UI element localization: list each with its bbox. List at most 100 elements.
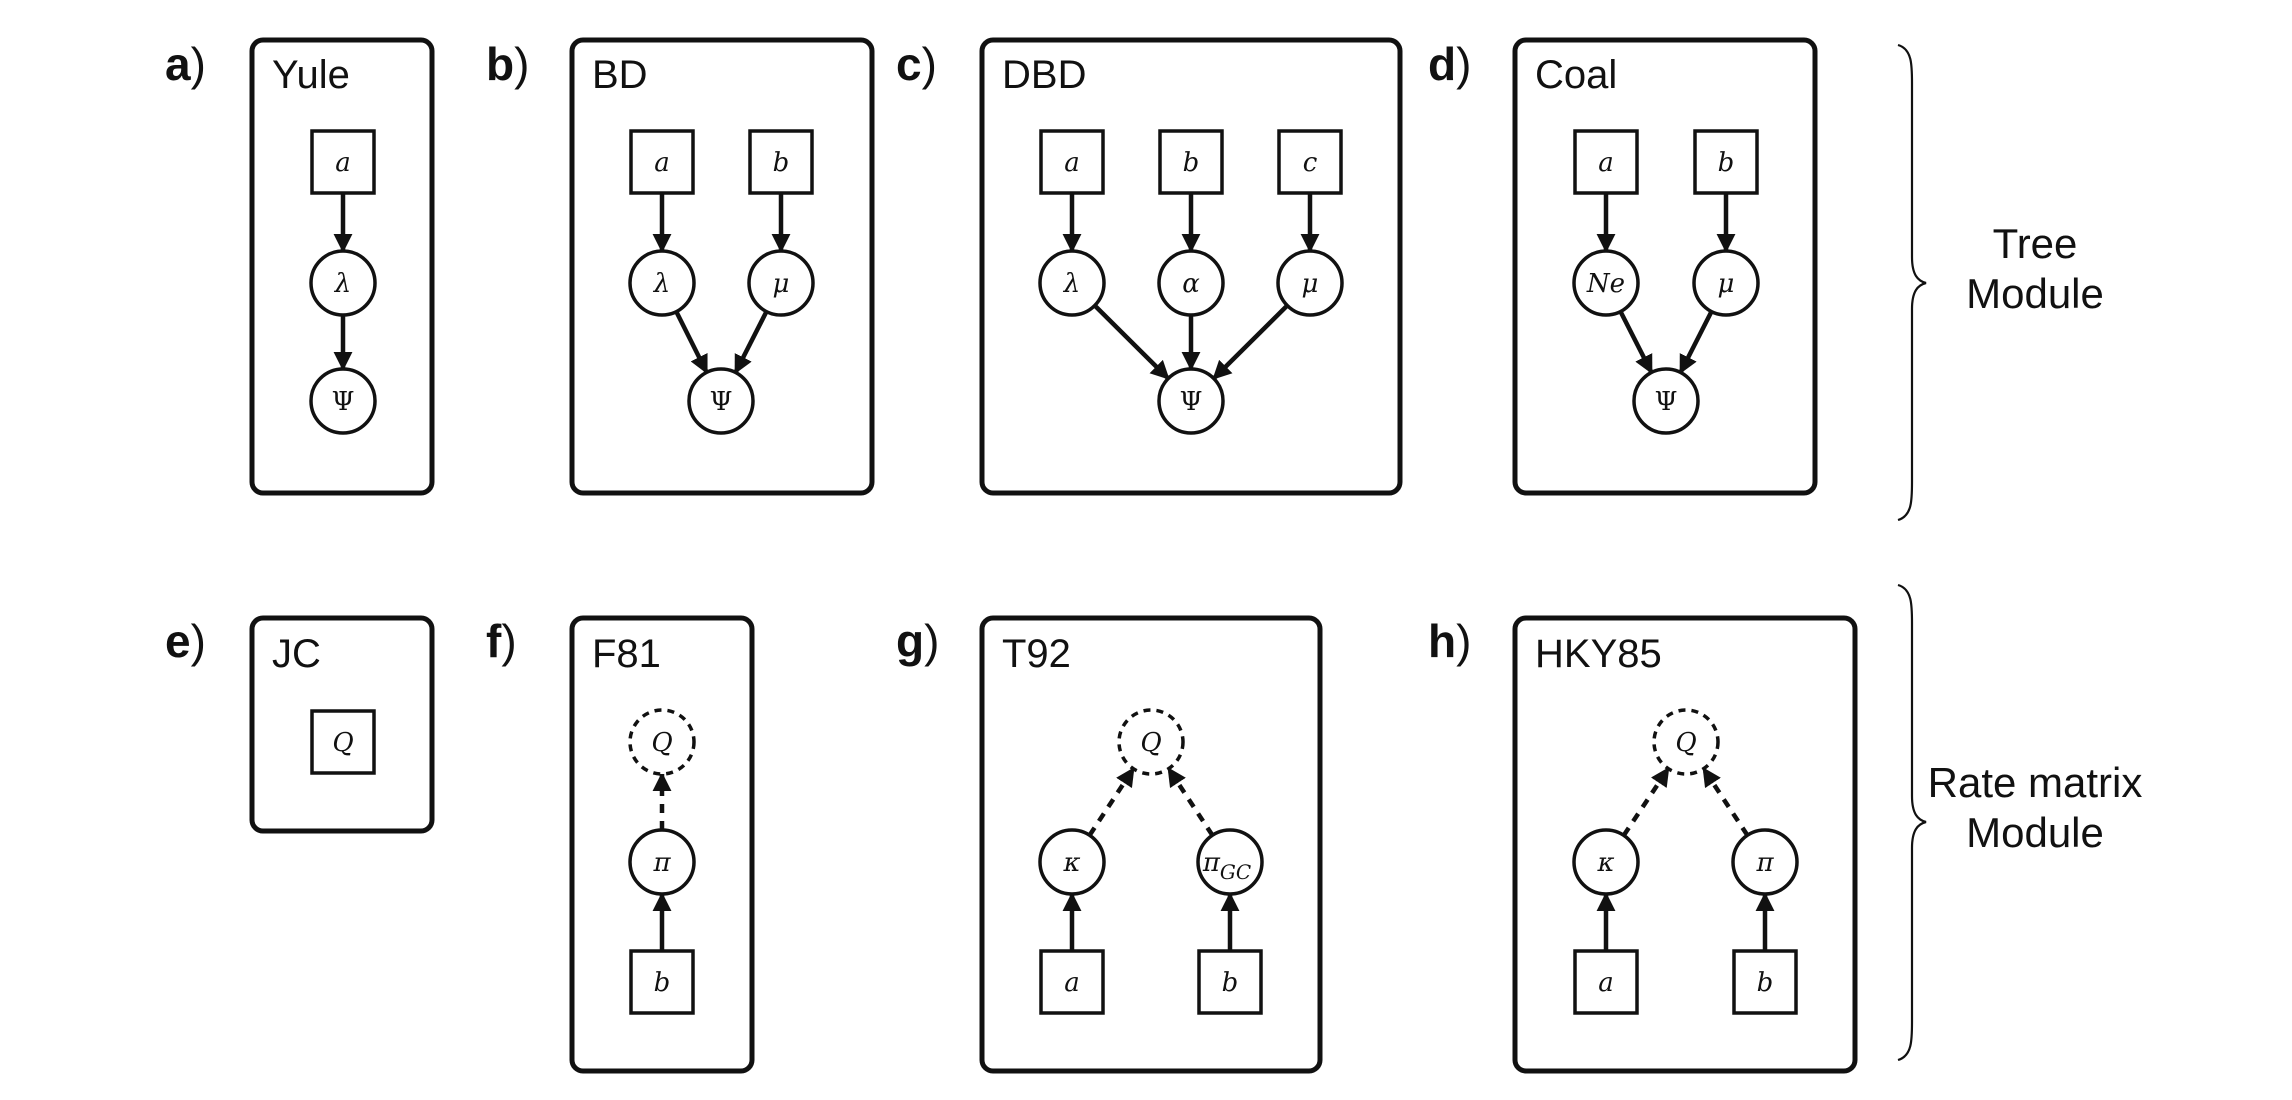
node-label-main: λ: [334, 269, 351, 299]
node-label: μ: [1718, 269, 1735, 299]
panel-a-frame: [249, 37, 435, 496]
node-label-main: κ: [1062, 848, 1080, 878]
node-label: Q: [1140, 728, 1161, 758]
node-circle: [1038, 828, 1106, 896]
node-label: κ: [1062, 848, 1080, 878]
panel-letter-text: e: [165, 615, 191, 667]
node-square: [1573, 129, 1639, 195]
panel-d-title: Coal: [1535, 53, 1617, 97]
panel-b-letter: b): [486, 38, 529, 90]
node-label: a: [1064, 148, 1080, 178]
node-label: λ: [653, 269, 670, 299]
module-label-line: Module: [1966, 270, 2104, 317]
node-label: Ψ: [710, 387, 733, 417]
node-label-main: a: [1598, 968, 1614, 998]
node-label-main: b: [1757, 968, 1774, 998]
node-circle: [628, 249, 696, 317]
node-mu: μ: [1276, 249, 1344, 317]
node-square: [1277, 129, 1343, 195]
node-label: α: [1182, 269, 1200, 299]
module-label-line: Module: [1966, 809, 2104, 856]
node-c: c: [1277, 129, 1343, 195]
node-label: a: [654, 148, 670, 178]
node-mu: μ: [1692, 249, 1760, 317]
node-label: b: [1757, 968, 1774, 998]
node-label: Ψ: [332, 387, 355, 417]
panel-f-letter: f): [486, 615, 517, 667]
panel-f-frame: [569, 615, 755, 1074]
node-label: Q: [332, 728, 353, 758]
node-circle: [1276, 249, 1344, 317]
node-psi: Ψ: [687, 367, 755, 435]
node-label: π: [652, 848, 671, 878]
node-circle: [747, 249, 815, 317]
node-q: Q: [1652, 708, 1720, 776]
edge-mu-to-psi: [1678, 310, 1714, 375]
panel-letter-text: b: [486, 38, 514, 90]
node-circle: [1572, 249, 1640, 317]
node-circle: [309, 249, 377, 317]
node-circle: [1572, 828, 1640, 896]
node-label: κ: [1596, 848, 1614, 878]
node-label-main: μ: [1302, 269, 1319, 299]
node-square: [1732, 949, 1798, 1015]
panel-a-letter: a): [165, 38, 206, 90]
node-label: b: [1183, 148, 1200, 178]
node-label: a: [1064, 968, 1080, 998]
panel-letter-text: c: [896, 38, 922, 90]
node-kappa: κ: [1572, 828, 1640, 896]
panel-letter-paren: ): [922, 38, 937, 90]
node-label-main: Q: [1140, 728, 1161, 758]
node-label: λ: [334, 269, 351, 299]
edge-lambda-to-psi: [674, 310, 709, 375]
node-b: b: [1693, 129, 1759, 195]
node-b: b: [1158, 129, 1224, 195]
module-label-line: Rate matrix: [1928, 759, 2143, 806]
node-psi: Ψ: [1632, 367, 1700, 435]
node-b: b: [1197, 949, 1263, 1015]
node-b: b: [629, 949, 695, 1015]
panel-e-frame: [249, 615, 435, 834]
node-circle: [1652, 708, 1720, 776]
node-label: b: [654, 968, 671, 998]
panel-g-letter: g): [896, 615, 939, 667]
node-label: μ: [1302, 269, 1319, 299]
node-label-main: Q: [651, 728, 672, 758]
node-q: Q: [628, 708, 696, 776]
node-circle: [1038, 249, 1106, 317]
node-lambda: λ: [1038, 249, 1106, 317]
node-label-main: λ: [1063, 269, 1080, 299]
panel-e-letter: e): [165, 615, 206, 667]
edge-ne-to-psi: [1618, 310, 1654, 375]
node-square: [1158, 129, 1224, 195]
module-label-line: Tree: [1993, 220, 2078, 267]
node-circle: [1692, 249, 1760, 317]
node-label: λ: [1063, 269, 1080, 299]
node-square: [1573, 949, 1639, 1015]
panel-e: e)JCQ: [165, 615, 435, 834]
panel-letter-paren: ): [501, 615, 516, 667]
node-label-main: Ψ: [332, 387, 355, 417]
node-label-main: Ne: [1586, 269, 1625, 299]
panel-b-title: BD: [592, 53, 648, 97]
edge-pigc-to-q: [1166, 767, 1215, 837]
node-circle: [628, 828, 696, 896]
module-rate-brace: [1897, 583, 1927, 1062]
node-label-main: α: [1182, 269, 1200, 299]
node-label-main: μ: [1718, 269, 1735, 299]
panel-letter-paren: ): [191, 615, 206, 667]
node-label-main: a: [1598, 148, 1614, 178]
node-label: a: [1598, 968, 1614, 998]
node-q: Q: [310, 709, 376, 775]
panel-letter-paren: ): [191, 38, 206, 90]
node-square: [748, 129, 814, 195]
